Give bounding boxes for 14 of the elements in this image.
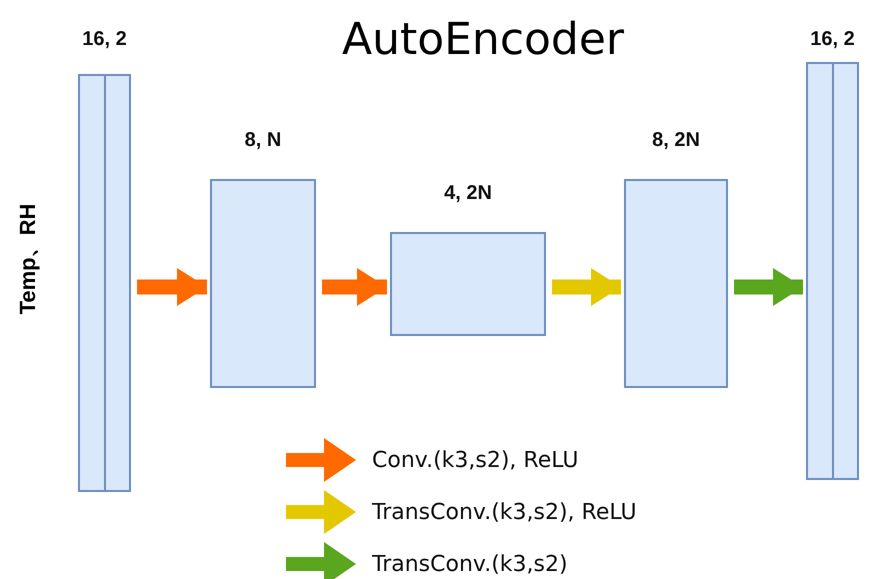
arrow xyxy=(734,268,803,306)
arrow xyxy=(552,268,621,306)
legend-text: TransConv.(k3,s2) xyxy=(372,552,568,576)
arrow xyxy=(322,268,387,306)
legend-text: Conv.(k3,s2), ReLU xyxy=(372,448,579,472)
input-variables-label: Temp、RH xyxy=(14,204,41,314)
layer-size-label: 16, 2 xyxy=(809,28,856,51)
layer-size-label: 8, N xyxy=(244,129,282,152)
legend-text: TransConv.(k3,s2), ReLU xyxy=(372,500,637,524)
layer-size-label: 8, 2N xyxy=(651,129,701,152)
arrow xyxy=(137,268,207,306)
diagram-title: AutoEncoder xyxy=(340,13,626,67)
layer-size-label: 4, 2N xyxy=(443,182,493,205)
layer-size-label: 16, 2 xyxy=(81,28,128,51)
